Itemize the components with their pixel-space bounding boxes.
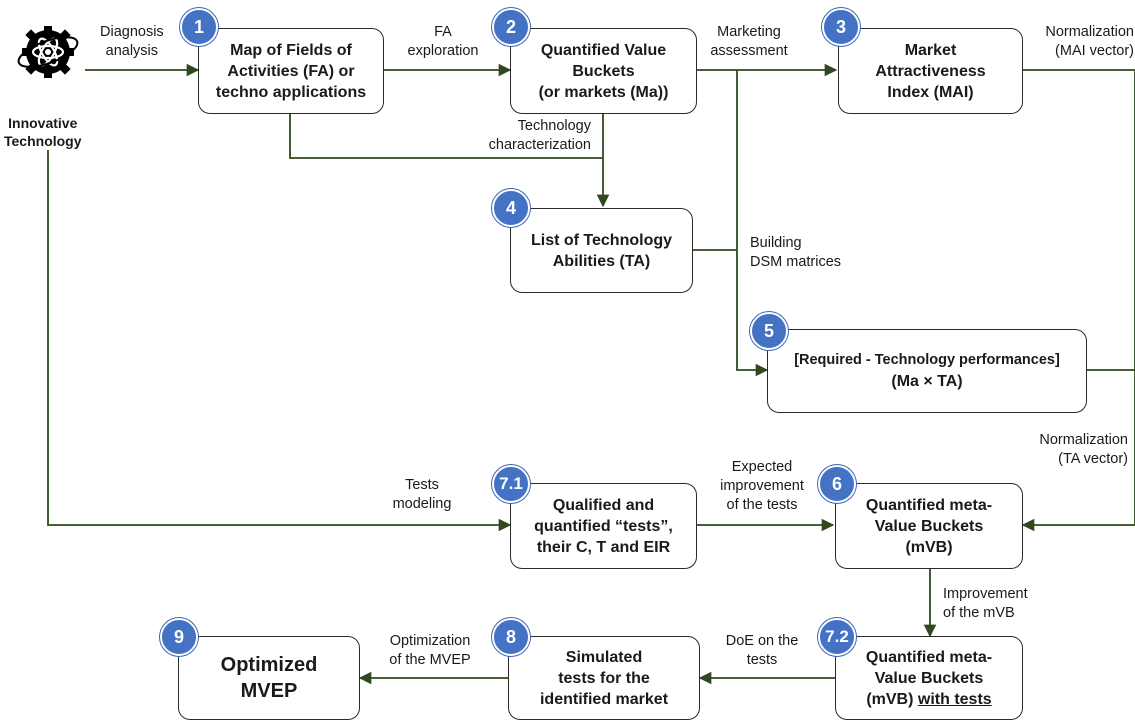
node-2-line1: Quantified Value: [540, 41, 667, 59]
node-7-2-quantified-meta-value-buckets-with-tests: Quantified meta- Value Buckets (mVB) wit…: [835, 636, 1023, 720]
node-3-market-attractiveness: Market Attractiveness Index (MAI): [838, 28, 1023, 114]
label-marketing-assessment: Marketing assessment: [703, 23, 795, 61]
node-8-line3: identified market: [539, 690, 669, 708]
badge-1: 1: [180, 8, 218, 46]
edge-1-down: [289, 113, 603, 159]
label-improvement-mvb: Improvement of the mVB: [943, 585, 1028, 623]
node-1-line2: Activities (FA) or: [227, 62, 355, 80]
node-6-line3: (mVB): [905, 538, 953, 556]
label-normalization-mai: Normalization (MAI vector): [1030, 23, 1134, 61]
label-normalization-mai-line2: (MAI vector): [1055, 43, 1134, 59]
innovative-technology-label: Innovative Technology: [4, 114, 82, 150]
node-5-line1: [Required - Technology performances]: [794, 352, 1060, 368]
label-diagnosis-line2: analysis: [105, 43, 159, 59]
node-7-2-line1: Quantified meta-: [865, 648, 993, 666]
node-4-technology-abilities: List of Technology Abilities (TA): [510, 208, 693, 293]
badge-2: 2: [492, 8, 530, 46]
node-1-map-of-fields: Map of Fields of Activities (FA) or tech…: [198, 28, 384, 114]
node-6-line1: Quantified meta-: [865, 496, 993, 514]
label-tech-char-line2: characterization: [488, 137, 591, 153]
node-2-line3: (or markets (Ma)): [538, 83, 669, 101]
node-1-line3: techno applications: [215, 83, 367, 101]
node-8-line2: tests for the: [558, 669, 650, 687]
edge-tech-down: [47, 150, 512, 532]
node-7-2-line2: Value Buckets: [874, 669, 984, 687]
node-6-line2: Value Buckets: [874, 517, 984, 535]
label-doe-line1: DoE on the: [725, 633, 799, 649]
node-3-line1: Market: [904, 41, 957, 59]
label-expected-line3: of the tests: [726, 497, 798, 513]
technology-line: Technology: [4, 133, 82, 149]
label-expected-line1: Expected: [731, 459, 793, 475]
label-normalization-ta-line2: (TA vector): [1058, 451, 1128, 467]
label-fa-exploration: FA exploration: [398, 23, 488, 61]
label-tests-modeling: Tests modeling: [386, 476, 458, 514]
badge-3: 3: [822, 8, 860, 46]
badge-8: 8: [492, 618, 530, 656]
label-building-dsm-line1: Building: [750, 235, 802, 251]
label-marketing-line2: assessment: [710, 43, 788, 59]
node-1-line1: Map of Fields of: [230, 41, 352, 59]
label-expected-improvement: Expected improvement of the tests: [712, 458, 812, 515]
node-6-quantified-meta-value-buckets: Quantified meta- Value Buckets (mVB): [835, 483, 1023, 569]
label-normalization-ta: Normalization (TA vector): [1020, 431, 1128, 469]
node-3-line3: Index (MAI): [887, 83, 974, 101]
node-2-line2: Buckets: [572, 62, 635, 80]
node-8-simulated-tests: Simulated tests for the identified marke…: [508, 636, 700, 720]
node-9-optimized-mvep: Optimized MVEP: [178, 636, 360, 720]
node-9-line1: Optimized: [220, 654, 318, 676]
label-technology-characterization: Technology characterization: [478, 117, 591, 155]
label-building-dsm: Building DSM matrices: [750, 234, 841, 272]
node-9-line2: MVEP: [240, 680, 298, 702]
node-7-1-qualified-tests: Qualified and quantified “tests”, their …: [510, 483, 697, 569]
label-fa-line2: exploration: [407, 43, 479, 59]
node-3-line2: Attractiveness: [875, 62, 986, 80]
badge-7-1: 7.1: [492, 465, 530, 503]
label-building-dsm-line2: DSM matrices: [750, 254, 842, 270]
label-diagnosis-line1: Diagnosis: [100, 24, 164, 40]
label-diagnosis-analysis: Diagnosis analysis: [100, 23, 164, 61]
label-tests-modeling-line2: modeling: [392, 496, 452, 512]
label-tests-modeling-line1: Tests: [405, 477, 439, 493]
label-normalization-ta-line1: Normalization: [1039, 432, 1128, 448]
badge-5: 5: [750, 312, 788, 350]
badge-6: 6: [818, 465, 856, 503]
node-7-2-line3-prefix: (mVB): [866, 690, 918, 708]
node-2-quantified-value-buckets: Quantified Value Buckets (or markets (Ma…: [510, 28, 697, 114]
label-normalization-mai-line1: Normalization: [1045, 24, 1134, 40]
node-5-required-performances: [Required - Technology performances] (Ma…: [767, 329, 1087, 413]
badge-7-2: 7.2: [818, 618, 856, 656]
node-4-line1: List of Technology: [530, 231, 673, 249]
node-7-1-line3: their C, T and EIR: [536, 538, 671, 556]
label-doe-on-tests: DoE on the tests: [716, 632, 808, 670]
node-7-1-line1: Qualified and: [552, 496, 655, 514]
label-improvement-line2: of the mVB: [943, 605, 1015, 621]
label-optimization-line2: of the MVEP: [389, 652, 471, 668]
label-tech-char-line1: Technology: [517, 118, 591, 134]
badge-4: 4: [492, 189, 530, 227]
innovative-line: Innovative: [8, 115, 78, 131]
label-optimization-mvep: Optimization of the MVEP: [380, 632, 480, 670]
node-5-line2: (Ma × TA): [891, 373, 963, 390]
atom-gear-icon: [14, 14, 82, 94]
node-7-2-line3-with-tests: with tests: [917, 690, 992, 708]
label-marketing-line1: Marketing: [717, 24, 781, 40]
label-expected-line2: improvement: [720, 478, 804, 494]
badge-9: 9: [160, 618, 198, 656]
label-fa-line1: FA: [434, 24, 452, 40]
node-8-line1: Simulated: [565, 648, 643, 666]
label-improvement-line1: Improvement: [943, 586, 1028, 602]
node-7-1-line2: quantified “tests”,: [534, 517, 673, 535]
node-4-line2: Abilities (TA): [552, 252, 651, 270]
label-doe-line2: tests: [746, 652, 778, 668]
node-7-2-line3: (mVB) with tests: [866, 689, 992, 710]
edge-marketing-down: [736, 70, 769, 377]
label-optimization-line1: Optimization: [389, 633, 471, 649]
